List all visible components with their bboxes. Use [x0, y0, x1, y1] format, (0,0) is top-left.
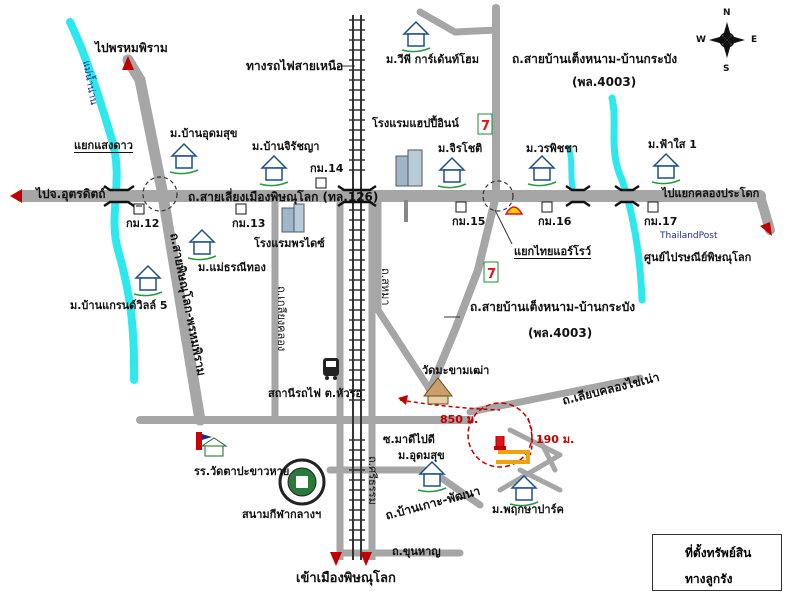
shell-icon: [504, 206, 524, 215]
bridge-icons: [103, 184, 640, 208]
label-pol-4003-top: (พล.4003): [572, 75, 637, 89]
railway: [349, 15, 365, 560]
label-pol-4003-mid: (พล.4003): [528, 326, 593, 340]
label-km16: กม.16: [538, 215, 572, 228]
label-ban-teng-nam-top: ถ.สายบ้านเต็งหนาม-บ้านกระบัง: [512, 52, 678, 66]
label-soi-madipai: ซ.มาดีไปดี: [383, 433, 435, 446]
river-east: [608, 94, 646, 304]
label-to-city: เข้าเมืองพิษณุโลก: [296, 571, 396, 586]
km-post-icons: [133, 177, 659, 215]
road-liang-klong: [466, 374, 644, 416]
label-udomsuk1: ม.บ้านอุดมสุข: [170, 127, 238, 140]
label-km14: กม.14: [310, 162, 344, 175]
label-km15: กม.15: [452, 215, 486, 228]
school-icon: [196, 432, 228, 457]
road-arrows: [10, 56, 772, 566]
legend-box: ที่ตั้งทรัพย์สิน ทางลูกรัง: [652, 534, 782, 591]
label-stadium: สนามกีฬากลางฯ: [242, 508, 322, 521]
train-icon: [323, 358, 339, 380]
label-rv-garden: ม.วีพี การ์เด้นท์โฮม: [386, 53, 479, 66]
hotel-building-icon-2: [281, 203, 305, 233]
road-alley-grid: [497, 427, 563, 493]
compass-e: E: [751, 35, 758, 45]
legend-property-label: ที่ตั้งทรัพย์สิน: [685, 546, 752, 560]
label-jirachot: ม.จิรโชติ: [438, 142, 483, 155]
label-station: สถานีรถไฟ ต.หัวรอ: [268, 387, 363, 400]
label-ban-teng-nam-mid: ถ.สายบ้านเต็งหนาม-บ้านกระบัง: [470, 300, 636, 314]
tai-air-circle: [482, 180, 514, 212]
label-km13: กม.13: [232, 217, 266, 230]
legend-alley-label: ทางลูกรัง: [685, 572, 733, 586]
label-happy-inn: โรงแรมแฮปปี้อินน์: [372, 117, 459, 130]
label-fasai: ม.ฟ้าใส 1: [648, 138, 697, 151]
label-udomsuk2: ม.อุดมสุข: [398, 449, 445, 462]
label-worapicha: ม.วรพิชชา: [526, 142, 578, 155]
label-mae-thong: ม.แม่ธรณีทอง: [198, 261, 266, 274]
seven-eleven-icon-2: 7: [483, 261, 499, 283]
label-km17: กม.17: [644, 215, 678, 228]
label-km12: กม.12: [126, 217, 160, 230]
label-to-prachin: ไปแยกคลองประโดก: [662, 187, 760, 200]
label-rail-north: ทางรถไฟสายเหนือ: [246, 59, 344, 73]
label-chiranya: ม.บ้านจิรัชญา: [252, 140, 320, 153]
label-wat-ma-kham: วัดมะขามเฒ่า: [422, 364, 490, 377]
temple-icon: [422, 377, 454, 405]
svg-text:7: 7: [481, 119, 490, 134]
label-post: ศูนย์ไปรษณีย์พิษณุโลก: [644, 251, 752, 264]
label-road-y: ถ.ศรีธรรม: [366, 456, 379, 505]
distance-850-arrow: [399, 399, 501, 411]
stadium-icon: [278, 458, 326, 506]
house-icons: [133, 20, 681, 507]
compass-icon: [709, 22, 745, 58]
label-road-x: ถ.สหมา: [379, 268, 392, 306]
road-phitsanulok-phrom: [134, 74, 206, 426]
alley-line: [496, 450, 530, 464]
compass-w: W: [696, 35, 706, 45]
sang-dao-circle: [142, 176, 178, 212]
label-pruksa: ม.พฤกษาปาร์ค: [492, 503, 564, 516]
label-to-phrom-phiram: ไปพรหมพิราม: [95, 41, 168, 55]
svg-text:7: 7: [487, 267, 496, 282]
distance-190-arrow: [527, 417, 533, 456]
label-distance-190: 190 ม.: [536, 433, 575, 446]
label-distance-850: 850 ม.: [440, 413, 479, 426]
label-school: รร.วัดตาปะขาวหาย: [194, 465, 290, 478]
label-main-road: ถ.สายเลี่ยงเมืองพิษณุโลก (ทล.126): [188, 190, 379, 204]
label-khun-yai: ถ.ขุนหาญ: [392, 545, 441, 558]
road-sa-ma: [374, 196, 434, 394]
label-sang-dao: แยกแสงดาว: [74, 139, 133, 153]
road-rv-garden: [416, 8, 500, 36]
seven-eleven-icon: 7: [477, 113, 493, 135]
compass-n: N: [723, 8, 731, 18]
hotel-building-icon: [395, 149, 423, 187]
label-post-logo: ThailandPost: [660, 231, 718, 241]
label-to-uttaradit: ไปจ.อุตรดิตถ์: [36, 187, 106, 201]
road-ban-teng-nam-south: [426, 192, 500, 394]
label-grand-ville: ม.บ้านแกรนด์วิลล์ 5: [70, 299, 168, 312]
compass-s: S: [723, 64, 730, 74]
label-tai-air: แยกไทยแอร์โรว์: [514, 245, 592, 259]
label-kliang-klong: ถ.เกลียงคลอง: [275, 286, 288, 352]
label-pathana: โรงแรมพรไดซ์: [254, 237, 325, 250]
